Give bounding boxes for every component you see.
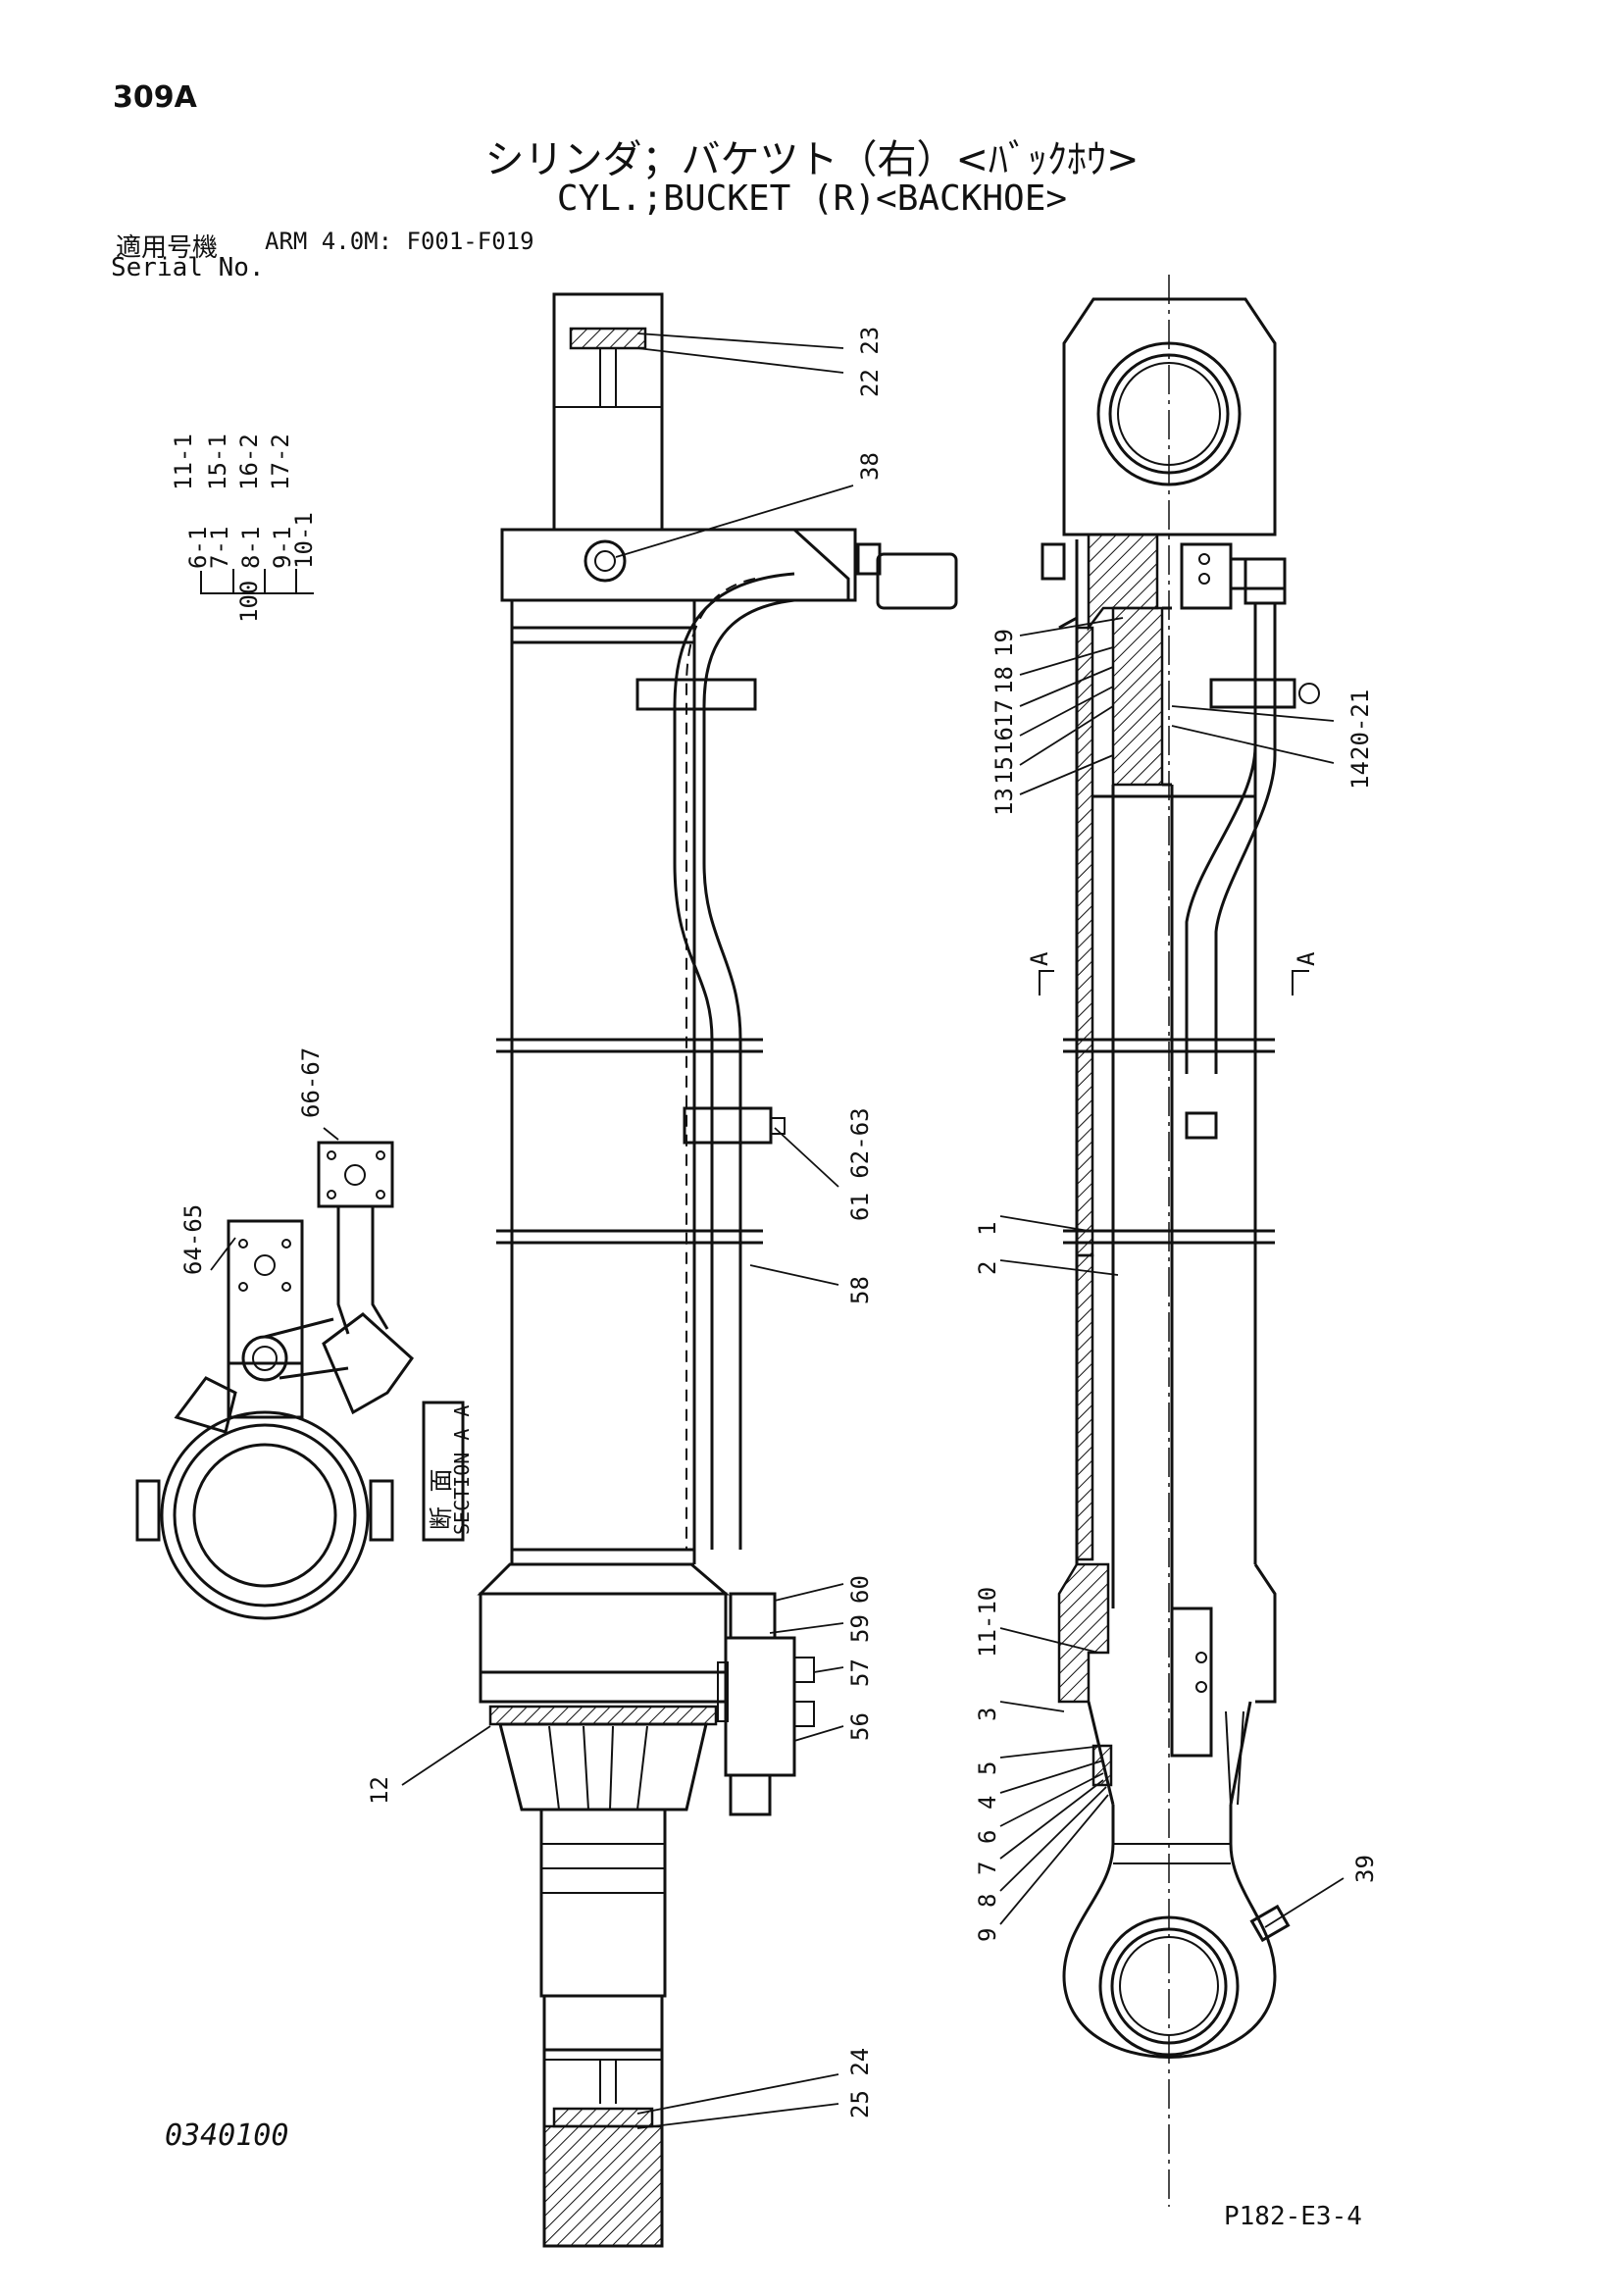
clamp-upper xyxy=(635,678,757,711)
group-item-8-1: 8-1 xyxy=(237,527,265,569)
section-mark-left: A xyxy=(1026,951,1053,966)
section-label-en: SECTION A-A xyxy=(450,1405,474,1535)
callout-64-65: 64-65 xyxy=(179,1204,207,1275)
group-item-6-1: 6-1 xyxy=(184,527,212,569)
pipe-58 xyxy=(702,598,795,1550)
callout-9: 9 xyxy=(974,1928,1001,1942)
callouts-detail: 66-67 64-65 xyxy=(179,1047,339,1275)
callout-4: 4 xyxy=(974,1796,1001,1810)
main-cylinder-view xyxy=(477,292,958,2248)
valve-block xyxy=(724,1636,796,1777)
callout-20-21: 20-21 xyxy=(1346,689,1374,760)
serial-label-japanese: 適用号機 xyxy=(116,233,219,263)
section-mark-right: A xyxy=(1293,951,1320,966)
section-marks: A A xyxy=(1026,951,1320,995)
callout-61-62-63: 61 62-63 xyxy=(846,1107,874,1221)
group-label: 100 xyxy=(235,581,263,623)
callout-15: 15 xyxy=(990,756,1018,785)
group-item-16-2: 16-2 xyxy=(235,434,263,490)
rod-cover xyxy=(479,1592,728,1704)
cylinder-tube-1 xyxy=(1075,626,1094,1257)
callout-38: 38 xyxy=(856,452,884,481)
port-block xyxy=(698,528,850,602)
callout-56: 56 xyxy=(846,1712,874,1741)
callout-66-67: 66-67 xyxy=(297,1047,325,1118)
serial-label-english: Serial No. xyxy=(111,253,265,282)
title-japanese: シリンダ；バケツト（右）<ﾊﾞｯｸﾎｳ> xyxy=(484,137,1140,182)
rod-bushing xyxy=(552,2107,654,2128)
head-cap xyxy=(500,528,857,602)
section-label-jp: 断 面 xyxy=(428,1469,455,1530)
group-item-17-2: 17-2 xyxy=(267,434,294,490)
callout-8: 8 xyxy=(974,1894,1001,1908)
callout-14: 14 xyxy=(1346,761,1374,790)
port-fitting xyxy=(876,552,958,610)
callout-25-24: 25 24 xyxy=(846,2048,874,2118)
section-label-box xyxy=(422,1401,465,1542)
callout-22-23: 22 23 xyxy=(856,327,884,397)
callout-18: 18 xyxy=(990,666,1018,694)
page-number: 309A xyxy=(113,80,197,115)
callout-60: 60 xyxy=(846,1575,874,1604)
parts-group-100: 100 6-1 7-1 8-1 9-1 10-1 11-1 15-1 16-2 … xyxy=(170,434,318,623)
callout-16: 16 xyxy=(990,727,1018,755)
section-a-a-detail: 断 面 SECTION A-A xyxy=(135,1141,474,1620)
section-head-clevis xyxy=(1062,297,1277,536)
callout-59: 59 xyxy=(846,1614,874,1643)
group-item-7-1: 7-1 xyxy=(206,527,233,569)
head-bushing xyxy=(569,327,647,350)
callout-11-10: 11-10 xyxy=(974,1587,1001,1658)
bolt-38 xyxy=(584,539,627,583)
section-rod-cover xyxy=(1057,1562,1110,1704)
group-item-11-1: 11-1 xyxy=(170,434,197,490)
callout-5: 5 xyxy=(974,1761,1001,1775)
group-item-15-1: 15-1 xyxy=(204,434,231,490)
group-item-10-1: 10-1 xyxy=(290,512,318,569)
detail-tube-outer xyxy=(160,1410,370,1620)
callout-7: 7 xyxy=(974,1862,1001,1875)
seal-12 xyxy=(488,1705,718,1726)
title-english: CYL.;BUCKET (R)<BACKHOE> xyxy=(556,179,1068,219)
callouts-main: 22 23 38 61 62-63 58 60 59 57 56 12 25 2… xyxy=(366,327,884,2129)
group-item-9-1: 9-1 xyxy=(269,527,296,569)
callout-17: 17 xyxy=(990,699,1018,728)
callout-1: 1 xyxy=(974,1222,1001,1236)
callout-57: 57 xyxy=(846,1658,874,1687)
section-view xyxy=(1040,275,1320,2207)
callout-6: 6 xyxy=(974,1830,1001,1844)
callout-13: 13 xyxy=(990,788,1018,816)
serial-range: ARM 4.0M: F001-F019 xyxy=(265,228,534,255)
callout-58: 58 xyxy=(846,1276,874,1304)
clamp-61 xyxy=(683,1106,773,1145)
callout-19: 19 xyxy=(990,629,1018,657)
piston-rod xyxy=(539,1808,667,1998)
callout-39: 39 xyxy=(1351,1855,1379,1883)
callout-3: 3 xyxy=(974,1708,1001,1721)
rod-eye xyxy=(1062,1805,1277,2059)
piston xyxy=(1111,606,1164,787)
reference-code: P182-E3-4 xyxy=(1224,2202,1362,2231)
callouts-section: 19 18 17 16 15 13 20-21 14 1 2 11-10 3 5… xyxy=(974,617,1379,1942)
detail-block-66 xyxy=(317,1141,394,1208)
callout-12: 12 xyxy=(366,1776,393,1805)
callout-2: 2 xyxy=(974,1261,1001,1275)
drawing-number: 0340100 xyxy=(165,2118,289,2153)
